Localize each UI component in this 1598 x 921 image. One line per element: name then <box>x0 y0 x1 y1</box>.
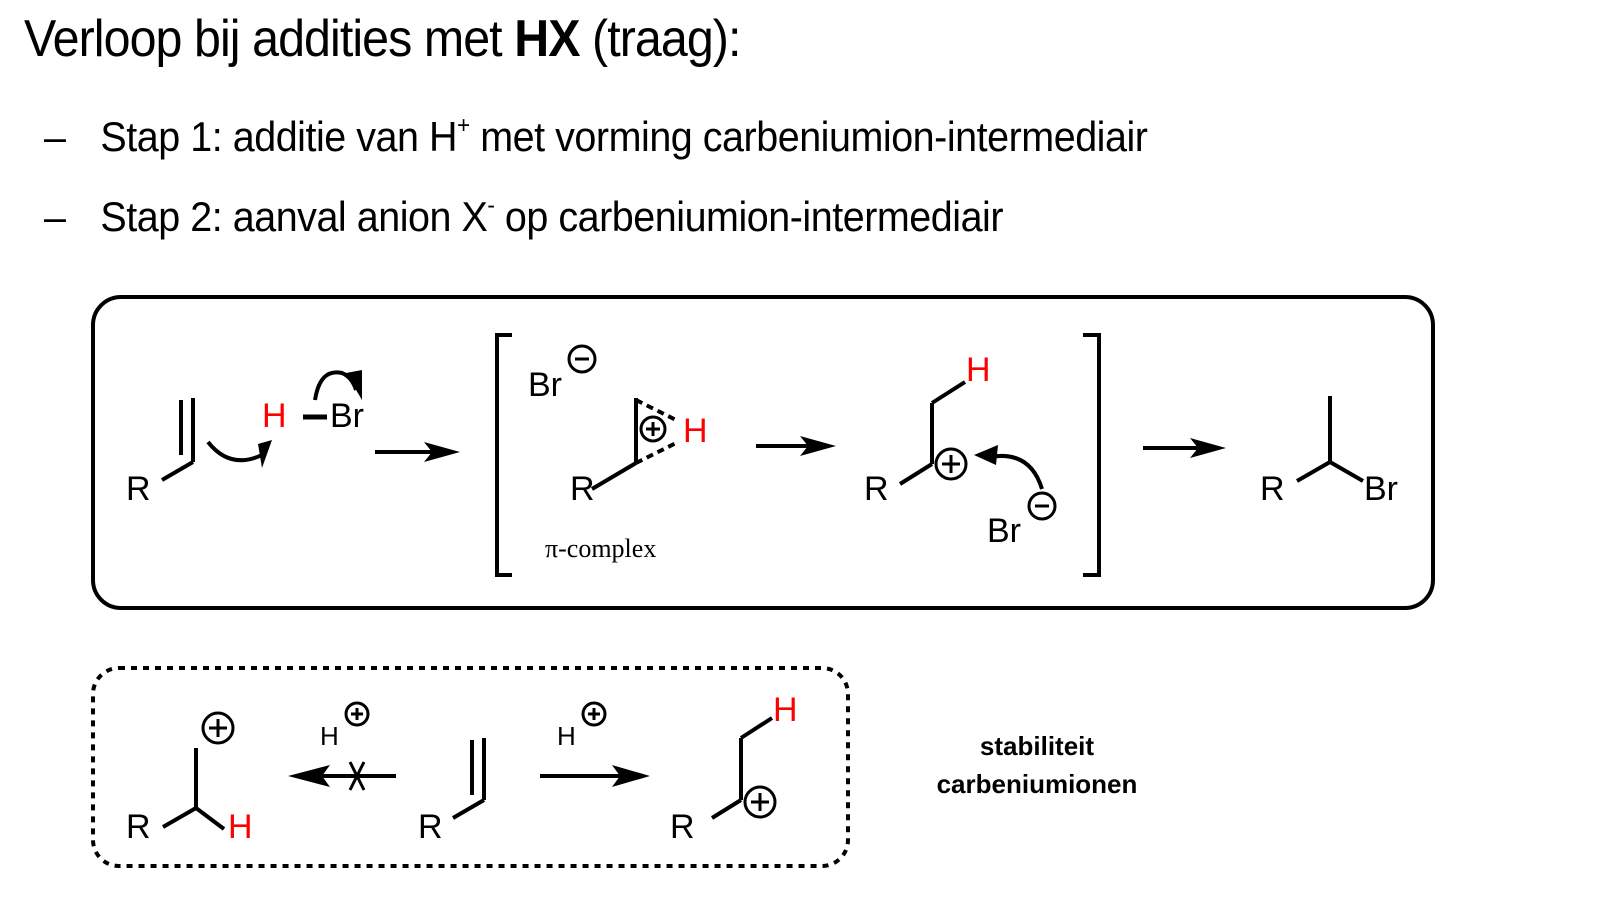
bullet-dash: – <box>44 193 66 240</box>
superscript-charge: - <box>487 192 495 219</box>
proton-label: H <box>320 721 339 751</box>
arrowhead-icon <box>346 370 362 400</box>
negative-charge-icon <box>1027 491 1057 521</box>
hydrogen-label: H <box>773 691 798 729</box>
title-suffix: (traag): <box>579 10 741 68</box>
positive-charge-icon <box>201 711 235 745</box>
superscript-charge: + <box>457 112 470 139</box>
reaction-arrow-icon <box>612 765 650 787</box>
r-group-label: R <box>864 470 889 508</box>
curved-arrow-icon <box>989 454 1044 490</box>
stability-label-line2: carbeniumionen <box>937 769 1138 799</box>
bullet-text: op carbeniumion-intermediair <box>494 193 1004 240</box>
pi-complex-label: π-complex <box>545 534 656 563</box>
r-group-label: R <box>418 808 443 846</box>
bullet-dash: – <box>44 113 66 160</box>
positive-charge-icon <box>581 701 607 727</box>
stability-box <box>91 666 850 868</box>
bracket-right <box>1083 333 1101 577</box>
bullet-text: met vorming carbeniumion-intermediair <box>469 113 1148 160</box>
hydrogen-label: H <box>228 808 253 846</box>
alkene-reactant: R <box>126 398 195 508</box>
reaction-arrow-icon <box>1190 438 1226 458</box>
positive-charge-icon <box>934 447 968 481</box>
positive-charge-icon <box>743 785 777 819</box>
arrowhead-icon <box>974 445 998 465</box>
mechanism-box <box>91 295 1435 610</box>
bromide-label: Br <box>987 512 1021 550</box>
arrowhead-icon <box>258 440 272 468</box>
bromine-label: Br <box>330 397 364 435</box>
r-group-label: R <box>570 470 595 508</box>
bullet-step-2: –Stap 2: aanval anion X- op carbeniumion… <box>44 178 1004 245</box>
bullet-step-1: –Stap 1: additie van H+ met vorming carb… <box>44 98 1148 165</box>
stability-label-line1: stabiliteit <box>980 731 1094 761</box>
curved-arrow-icon <box>206 440 263 463</box>
hydrogen-label: H <box>966 351 991 389</box>
reaction-arrow-icon <box>288 765 330 787</box>
r-group-label: R <box>126 808 151 846</box>
bracket-left <box>495 333 512 577</box>
hydrogen-label: H <box>262 397 287 435</box>
negative-charge-icon <box>567 344 597 374</box>
r-group-label: R <box>126 470 151 508</box>
positive-charge-icon <box>344 701 370 727</box>
title-bold-hx: HX <box>514 10 580 68</box>
r-group-label: R <box>670 808 695 846</box>
proton-label: H <box>557 721 576 751</box>
reaction-arrow-icon <box>424 442 460 462</box>
bullet-text: Stap 2: aanval anion X <box>100 193 488 240</box>
bromide-label: Br <box>528 366 562 404</box>
reaction-arrow-icon <box>800 436 836 456</box>
hydrogen-label: H <box>683 412 708 450</box>
bromine-label: Br <box>1364 470 1398 508</box>
bullet-text: Stap 1: additie van H <box>100 113 458 160</box>
title-prefix: Verloop bij addities met <box>24 10 515 68</box>
r-group-label: R <box>1260 470 1285 508</box>
positive-charge-icon <box>639 415 667 443</box>
slide-title: Verloop bij addities met HX (traag): <box>24 4 741 74</box>
